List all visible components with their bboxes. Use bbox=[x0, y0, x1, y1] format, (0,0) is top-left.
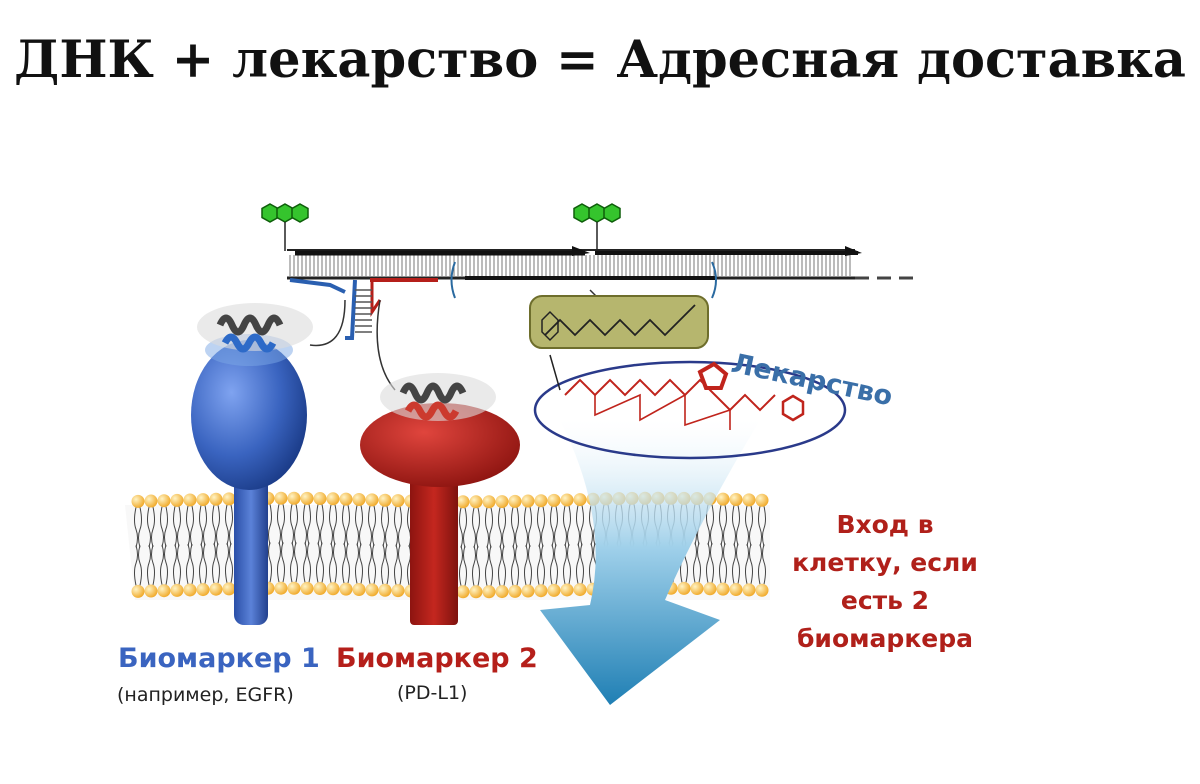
entry-text: Вход в клетку, если есть 2 биомаркера bbox=[780, 506, 990, 658]
linker-box bbox=[530, 296, 708, 348]
entry-text-line-2: клетку, если bbox=[780, 544, 990, 582]
biomarker-2-note: (PD-L1) bbox=[397, 682, 467, 704]
fluorophore-icon bbox=[262, 204, 308, 251]
entry-text-line-3: есть 2 bbox=[780, 582, 990, 620]
biomarker-1-note: (например, EGFR) bbox=[117, 684, 294, 706]
entry-text-line-4: биомаркера bbox=[780, 620, 990, 658]
biomarker-1-label: Биомаркер 1 bbox=[118, 643, 320, 674]
fluorophore-icon bbox=[574, 204, 620, 251]
biomarker-2-label: Биомаркер 2 bbox=[336, 643, 538, 674]
entry-text-line-1: Вход в bbox=[780, 506, 990, 544]
